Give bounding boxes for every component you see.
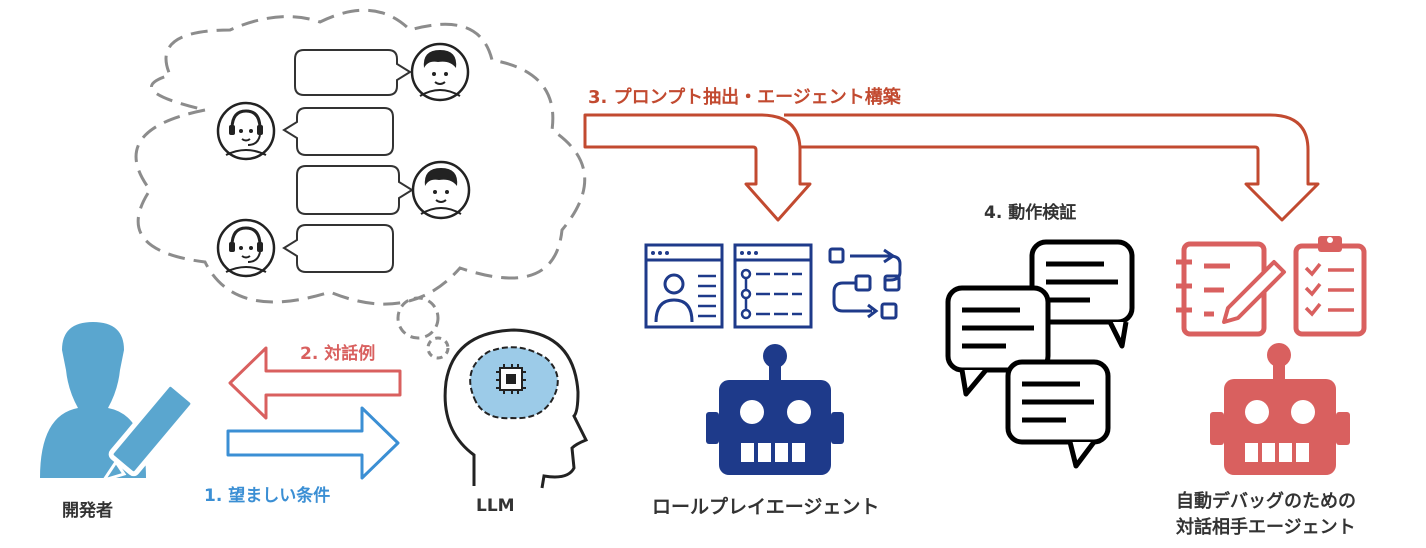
roleplay-agent-label: ロールプレイエージェント [652, 496, 880, 518]
debug-agent-label-line1: 自動デバッグのための [1176, 491, 1356, 512]
step4-label: 4. 動作検証 [984, 203, 1077, 223]
developer-label: 開発者 [62, 501, 113, 521]
step1-label: 1. 望ましい条件 [204, 486, 331, 506]
cloud-puff-large [396, 296, 440, 340]
speech-bubble-3 [296, 165, 414, 215]
cloud-puff-small [426, 336, 450, 360]
profile-checklist-flow-icon [644, 243, 902, 329]
step3-label: 3. プロンプト抽出・エージェント構築 [588, 87, 901, 108]
llm-head-icon [443, 328, 589, 489]
roleplay-robot-icon [706, 344, 844, 475]
step3-arrows [583, 113, 1320, 222]
debug-robot-icon [1210, 343, 1350, 475]
speech-bubble-2 [282, 107, 394, 156]
speech-bubble-1 [294, 49, 412, 96]
step2-label: 2. 対話例 [300, 344, 376, 364]
speech-bubble-4 [282, 224, 394, 273]
llm-label: LLM [476, 496, 515, 516]
user-face-icon [410, 42, 470, 102]
developer-icon [40, 322, 196, 483]
chat-bubbles-icon [945, 239, 1135, 469]
user-face-icon [411, 160, 471, 220]
operator-headset-icon [216, 218, 276, 278]
notepad-clipboard-icon [1176, 236, 1367, 337]
debug-agent-label-line2: 対話相手エージェント [1176, 517, 1356, 538]
step1-arrow [226, 406, 400, 480]
operator-headset-icon [216, 101, 276, 161]
cloud-outline [134, 8, 587, 306]
dialogue-thought-cloud [134, 8, 587, 360]
step2-arrow [228, 346, 402, 420]
